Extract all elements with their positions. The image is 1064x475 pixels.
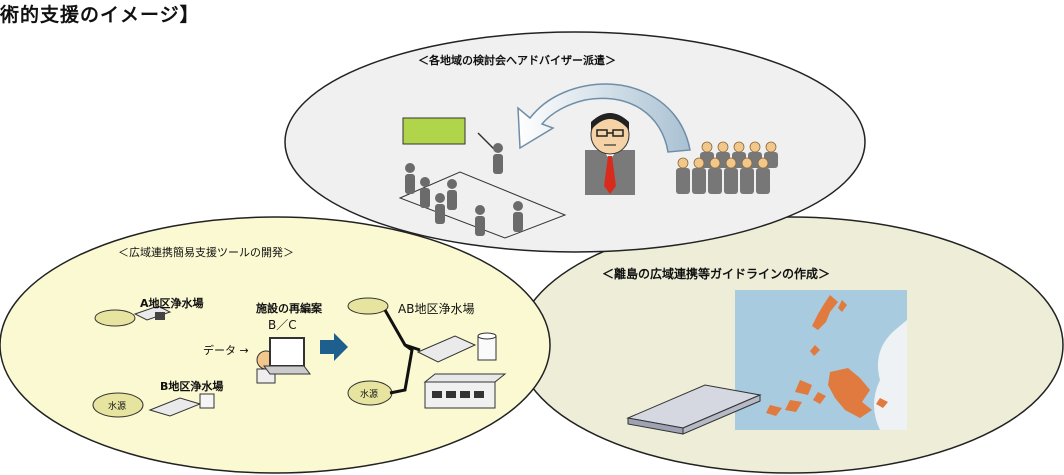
data-label: データ → [203,344,249,357]
plant-a-pond [94,309,136,327]
facility-plan-label: 施設の再編案 [256,302,322,315]
source-1-pond [92,392,144,418]
advisor-section-title: ＜各地域の検討会へアドバイザー派遣＞ [418,54,616,67]
student-figures [405,163,523,236]
source-top-pond [347,297,389,315]
laptop-icon [256,337,311,384]
plant-ab-label: AB地区浄水場 [398,302,475,316]
source-1-label: 水源 [108,402,127,412]
dispatch-arrow [517,83,691,153]
source-2-label: 水源 [360,390,379,400]
support-tool-section-title: ＜広域連携簡易支援ツールの開発＞ [118,246,294,259]
plant-a-label: A地区浄水場 [140,297,204,310]
audience-group-icon [676,141,778,194]
bc-label: B／C [268,318,297,332]
classroom-floor [398,171,567,239]
page-title: 術的支援のイメージ】 [0,4,200,26]
advisor-person-icon [585,113,635,195]
blackboard-icon [402,117,466,145]
process-arrow [320,333,348,361]
water-pipes [383,309,421,395]
guideline-section-title: ＜離島の広域連携等ガイドラインの作成＞ [602,267,831,281]
lecturer-icon [493,143,503,174]
treatment-building-icon [423,373,507,409]
island-shapes [766,295,888,418]
guideline-document-icon [626,384,762,435]
plant-b-label: B地区浄水場 [160,380,224,393]
